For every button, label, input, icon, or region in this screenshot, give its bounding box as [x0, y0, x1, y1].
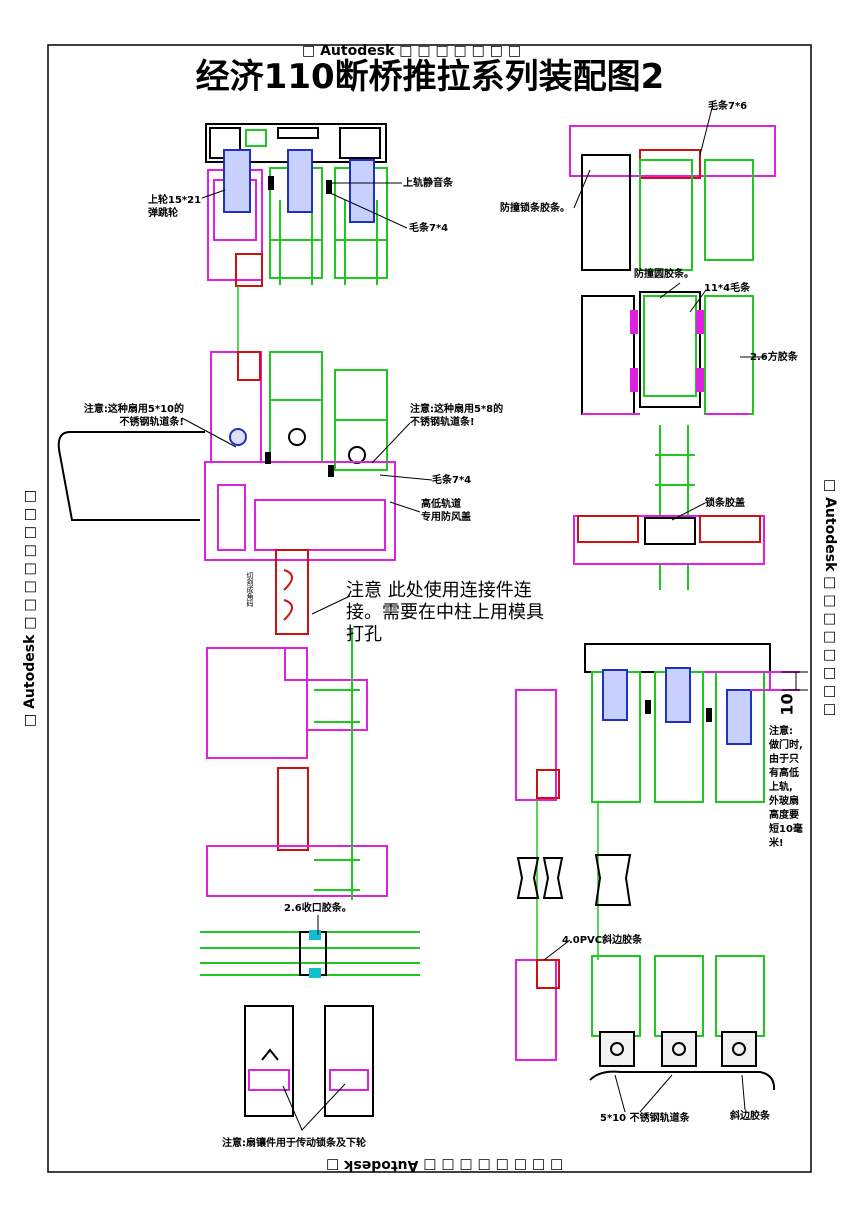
door-lower-rail	[589, 955, 776, 1091]
door-upper-rail	[584, 643, 800, 803]
leader-lines	[181, 107, 808, 1113]
corner-connector	[275, 549, 309, 635]
interlock-section	[200, 930, 420, 978]
label-note-510: 注意:这种扇用5*10的 不锈钢轨道条!	[83, 404, 184, 428]
label-top-wheel: 上轮15*21 弹跳轮	[148, 195, 202, 219]
door-jamb	[515, 689, 632, 1061]
note-bottom: 注意:扇镶件用于传动锁条及下轮	[222, 1138, 366, 1149]
upper-rail-section	[205, 123, 388, 287]
label-upper-rail-seal: 上轨静音条	[403, 178, 453, 189]
label-brush-7x4-b: 毛条7*4	[432, 475, 472, 486]
label-bevel-seal: 斜边胶条	[730, 1111, 770, 1122]
watermark-top: □ Autodesk □ □ □ □ □ □ □	[302, 43, 522, 59]
drawing-title: 经济110断桥推拉系列装配图2	[195, 57, 665, 97]
label-steel-rail: 5*10 不锈钢轨道条	[600, 1113, 690, 1124]
label-lock-cover: 锁条胶盖	[705, 498, 745, 509]
dimension-10: 10	[777, 693, 797, 716]
label-pvc-seal: 4.0PVC斜边胶条	[562, 935, 643, 946]
label-brush-7x6: 毛条7*6	[708, 101, 748, 112]
label-closing-seal: 2.6收口胶条。	[284, 903, 352, 914]
note-door: 注意: 做门时, 由于只 有高低 上轨, 外玻扇 高度要 短10毫 米!	[769, 726, 803, 849]
note-connector: 注意 此处使用连接件连接。需要在中柱上用模具打孔	[346, 580, 544, 645]
watermark-bottom: □ □ □ □ □ □ □ □ Autodesk □	[326, 1157, 564, 1173]
lock-stile-section	[569, 125, 776, 590]
watermark-left: □ Autodesk □ □ □ □ □ □ □ □	[22, 489, 38, 727]
sheet-border	[47, 44, 812, 1173]
label-corner: 切割成角码	[246, 572, 254, 607]
label-note-58: 注意:这种扇用5*8的 不锈钢轨道条!	[410, 404, 504, 428]
mullion-section	[206, 630, 388, 900]
label-brush-7x4-a: 毛条7*4	[409, 223, 449, 234]
lower-rail-section	[57, 351, 396, 561]
label-anti-collision-lock: 防撞锁条胶条。	[500, 203, 570, 214]
watermark-right: □ Autodesk □ □ □ □ □ □ □ □	[822, 479, 838, 717]
label-square-seal: 2.6方胶条	[750, 352, 798, 363]
interlock-detail	[244, 1005, 374, 1117]
label-wind-cover: 高低轨道 专用防风盖	[421, 499, 471, 523]
label-anti-collision-round: 防撞圆胶条。	[634, 269, 694, 280]
label-brush-11x4: 11*4毛条	[704, 283, 751, 294]
